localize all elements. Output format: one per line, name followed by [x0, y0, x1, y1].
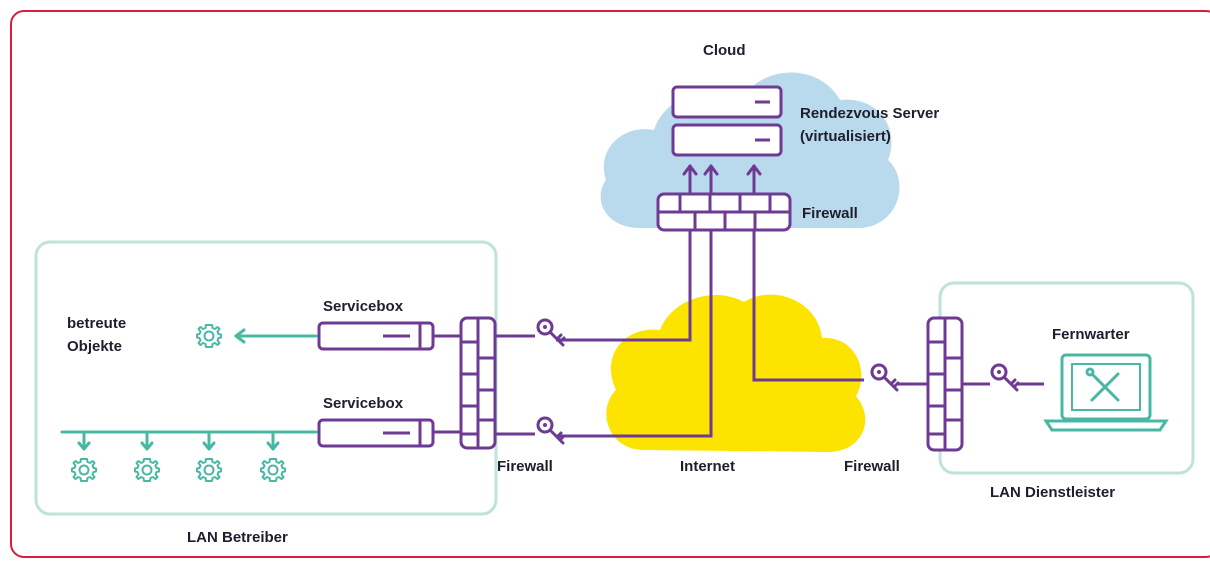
servicebox-top-label: Servicebox [323, 298, 404, 315]
server-icon [671, 85, 783, 157]
rendezvous-label-line2: (virtualisiert) [800, 128, 891, 145]
lan-dienstleister-label: LAN Dienstleister [990, 484, 1115, 501]
cloud-label: Cloud [703, 42, 746, 59]
arrows-to-server [682, 164, 762, 196]
lan-betreiber-box [34, 240, 498, 516]
tools-icon [1085, 367, 1120, 402]
servicebox-top [317, 321, 435, 351]
firewall-icon [459, 316, 497, 450]
betreute-label-line2: Objekte [67, 338, 122, 355]
key-icon [536, 318, 566, 347]
gear-icon [196, 324, 222, 348]
fernwarter-label: Fernwarter [1052, 326, 1130, 343]
gear-icon [196, 458, 222, 482]
gear-icon [260, 458, 286, 482]
cloud-firewall-label: Firewall [802, 205, 858, 222]
key-icon [990, 363, 1020, 392]
internet-label: Internet [680, 458, 735, 475]
betreute-label-line1: betreute [67, 315, 126, 332]
lan-betreiber-label: LAN Betreiber [187, 529, 288, 546]
firewall-icon [926, 316, 964, 452]
left-firewall-label: Firewall [497, 458, 553, 475]
key-icon [870, 363, 900, 392]
diagram-frame [10, 10, 1210, 558]
bus-line [60, 430, 318, 451]
gear-icon [134, 458, 160, 482]
connection-lines [433, 230, 1044, 438]
key-icon [536, 416, 566, 445]
arrow-to-objects [234, 328, 318, 344]
servicebox-bottom-label: Servicebox [323, 395, 404, 412]
firewall-icon [656, 192, 792, 232]
gear-icon [71, 458, 97, 482]
internet-cloud-icon [606, 294, 866, 452]
right-firewall-label: Firewall [844, 458, 900, 475]
rendezvous-label-line1: Rendezvous Server [800, 105, 939, 122]
laptop-icon [1043, 353, 1169, 432]
servicebox-bottom [317, 418, 435, 448]
